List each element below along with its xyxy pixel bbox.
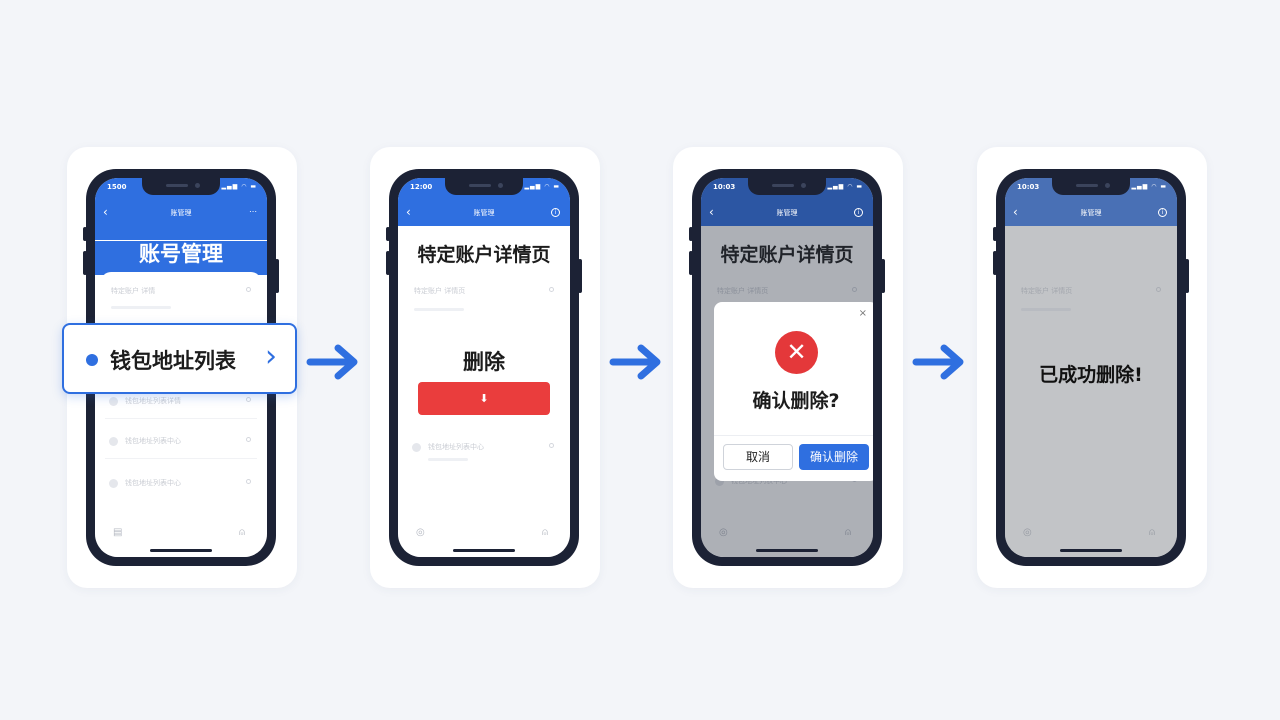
phone-frame: 12:00 ▂▄▆ ◠ ▬ ‹ 账管理 i 特定账户详情页 特定账户 详情页 删… bbox=[386, 169, 582, 566]
home-indicator bbox=[756, 549, 818, 552]
profile-tab-icon[interactable]: ⍝ bbox=[845, 527, 851, 538]
tab-bar: ◎ ⍝ bbox=[701, 513, 873, 557]
download-icon: ⬇ bbox=[479, 392, 489, 405]
confirm-delete-dialog: × ✕ 确认删除? 取消 确认删除 bbox=[714, 302, 873, 481]
list-item[interactable]: 钱包地址列表中心 bbox=[105, 474, 257, 494]
list-item[interactable]: 特定账户 详情页 bbox=[711, 282, 863, 302]
back-arrow-icon[interactable]: ‹ bbox=[1013, 205, 1018, 219]
tab-bar: ◎ ⍝ bbox=[1005, 513, 1177, 557]
home-tab-icon[interactable]: ▤ bbox=[113, 527, 123, 538]
nav-title: 账管理 bbox=[776, 209, 798, 217]
close-icon[interactable]: × bbox=[858, 308, 867, 319]
arrow-right-icon bbox=[306, 344, 358, 380]
content-sheet: 特定账户 详情页 删除 ⬇ 钱包地址列表中心 bbox=[404, 272, 564, 557]
delete-label: 删除 bbox=[463, 350, 505, 374]
status-icons: ▂▄▆ ◠ ▬ bbox=[524, 183, 560, 190]
back-arrow-icon[interactable]: ‹ bbox=[103, 205, 108, 219]
arrow-right-icon bbox=[609, 344, 661, 380]
content-sheet: 特定账户 详情页 bbox=[1011, 272, 1171, 557]
home-tab-icon[interactable]: ◎ bbox=[1023, 527, 1032, 538]
step-card-2: 12:00 ▂▄▆ ◠ ▬ ‹ 账管理 i 特定账户详情页 特定账户 详情页 删… bbox=[370, 147, 600, 588]
list-item[interactable]: 钱包地址列表中心 bbox=[408, 438, 560, 458]
list-item[interactable]: 特定账户 详情页 bbox=[1015, 282, 1167, 302]
content-sheet: 特定账户 详情 钱包地址列表详情 钱包地址列表中心 钱包地址列表中心 bbox=[101, 272, 261, 557]
nav-title: 账管理 bbox=[1080, 209, 1102, 217]
dimmed-overlay bbox=[1005, 178, 1177, 557]
delete-button[interactable]: ⬇ bbox=[418, 382, 550, 415]
chevron-right-icon: › bbox=[265, 339, 277, 374]
back-arrow-icon[interactable]: ‹ bbox=[406, 205, 411, 219]
home-indicator bbox=[150, 549, 212, 552]
phone-screen: 10:03 ▂▄▆ ◠ ▬ ‹ 账管理 i 特定账户详情页 特定账户 详情页 钱… bbox=[701, 178, 873, 557]
list-item[interactable]: 特定账户 详情 bbox=[105, 282, 257, 302]
phone-screen: 12:00 ▂▄▆ ◠ ▬ ‹ 账管理 i 特定账户详情页 特定账户 详情页 删… bbox=[398, 178, 570, 557]
phone-frame: 10:03 ▂▄▆ ◠ ▬ ‹ 账管理 i 特定账户 详情页 ◎ ⍝ 已成功删除… bbox=[993, 169, 1189, 566]
error-x-icon: ✕ bbox=[775, 331, 818, 374]
page-title: 特定账户详情页 bbox=[701, 238, 873, 272]
success-message: 已成功删除! bbox=[1039, 364, 1143, 386]
cancel-button[interactable]: 取消 bbox=[723, 444, 793, 470]
tab-bar: ◎ ⍝ bbox=[398, 513, 570, 557]
list-item[interactable]: 钱包地址列表详情 bbox=[105, 392, 257, 412]
more-icon[interactable]: ⋯ bbox=[249, 207, 257, 216]
phone-screen: 10:03 ▂▄▆ ◠ ▬ ‹ 账管理 i 特定账户 详情页 ◎ ⍝ 已成功删除… bbox=[1005, 178, 1177, 557]
info-icon[interactable]: i bbox=[1158, 208, 1167, 217]
home-indicator bbox=[453, 549, 515, 552]
wallet-address-list-callout[interactable]: 钱包地址列表 › bbox=[62, 323, 297, 394]
status-time: 1500 bbox=[107, 183, 127, 191]
profile-tab-icon[interactable]: ⍝ bbox=[542, 527, 548, 538]
tab-bar: ▤ ⍝ bbox=[95, 513, 267, 557]
info-icon[interactable]: i bbox=[854, 208, 863, 217]
phone-frame: 10:03 ▂▄▆ ◠ ▬ ‹ 账管理 i 特定账户详情页 特定账户 详情页 钱… bbox=[689, 169, 885, 566]
status-time: 12:00 bbox=[410, 183, 433, 191]
page-title: 特定账户详情页 bbox=[398, 238, 570, 272]
arrow-right-icon bbox=[912, 344, 964, 380]
back-arrow-icon[interactable]: ‹ bbox=[709, 205, 714, 219]
status-time: 10:03 bbox=[713, 183, 736, 191]
status-icons: ▂▄▆ ◠ ▬ bbox=[1131, 183, 1167, 190]
callout-label: 钱包地址列表 bbox=[110, 349, 236, 373]
home-tab-icon[interactable]: ◎ bbox=[719, 527, 728, 538]
bullet-dot bbox=[86, 354, 98, 366]
profile-tab-icon[interactable]: ⍝ bbox=[1149, 527, 1155, 538]
info-icon[interactable]: i bbox=[551, 208, 560, 217]
status-time: 10:03 bbox=[1017, 183, 1040, 191]
nav-title: 账管理 bbox=[473, 209, 495, 217]
home-tab-icon[interactable]: ◎ bbox=[416, 527, 425, 538]
step-card-4: 10:03 ▂▄▆ ◠ ▬ ‹ 账管理 i 特定账户 详情页 ◎ ⍝ 已成功删除… bbox=[977, 147, 1207, 588]
dialog-message: 确认删除? bbox=[752, 390, 840, 412]
status-icons: ▂▄▆ ◠ ▬ bbox=[221, 183, 257, 190]
nav-title: 账管理 bbox=[170, 209, 192, 217]
status-icons: ▂▄▆ ◠ ▬ bbox=[827, 183, 863, 190]
home-indicator bbox=[1060, 549, 1122, 552]
step-card-3: 10:03 ▂▄▆ ◠ ▬ ‹ 账管理 i 特定账户详情页 特定账户 详情页 钱… bbox=[673, 147, 903, 588]
list-item[interactable]: 特定账户 详情页 bbox=[408, 282, 560, 302]
page-title: 账号管理 bbox=[95, 241, 267, 275]
profile-tab-icon[interactable]: ⍝ bbox=[239, 527, 245, 538]
list-item[interactable]: 钱包地址列表中心 bbox=[105, 432, 257, 452]
confirm-delete-button[interactable]: 确认删除 bbox=[799, 444, 869, 470]
